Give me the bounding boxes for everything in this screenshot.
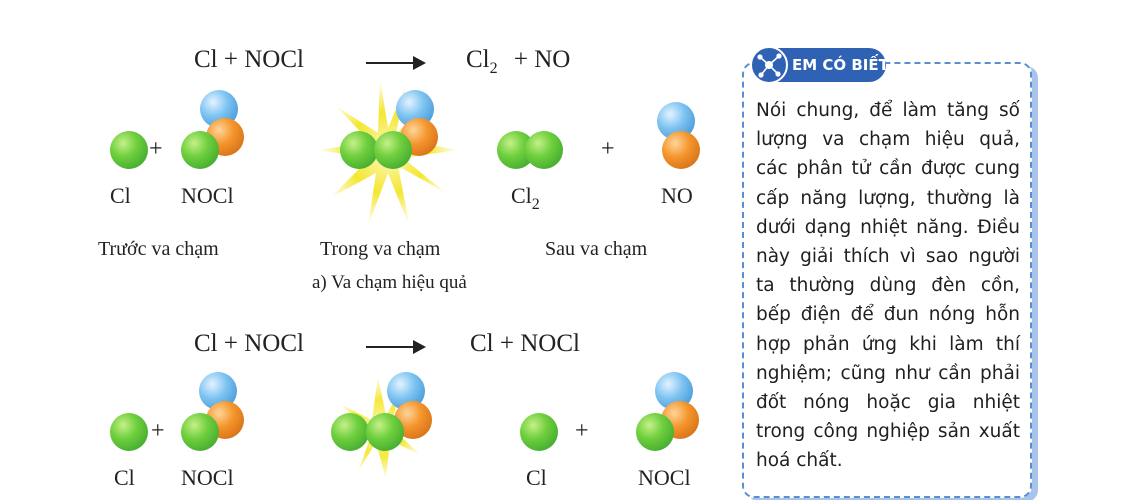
molecule-icon: [750, 46, 788, 84]
label-cl: Cl: [526, 465, 547, 490]
equation-a-cl-subscript: 2: [489, 60, 498, 77]
stage-during-label: Trong va chạm: [320, 238, 441, 260]
cl-atom: [520, 413, 558, 451]
cl-atom-in-nocl: [181, 413, 219, 451]
n-atom: [662, 131, 700, 169]
label-cl2: Cl2: [511, 183, 540, 213]
equation-b-reactants: Cl + NOCl: [194, 330, 304, 357]
label-no: NO: [661, 183, 693, 208]
label-cl2-text: Cl: [511, 183, 532, 208]
label-nocl: NOCl: [181, 183, 234, 208]
equation-a-arrow: [366, 56, 426, 70]
stage-after-label: Sau va chạm: [545, 238, 648, 260]
plus-sign: +: [601, 136, 615, 162]
stage-before-label: Trước va chạm: [98, 238, 219, 260]
equation-a-products: Cl2 + NO: [466, 46, 571, 77]
label-cl2-subscript: 2: [531, 196, 540, 213]
cl-atom-in-nocl: [181, 131, 219, 169]
equation-a-cl: Cl: [466, 46, 490, 73]
equation-a-reactants: Cl + NOCl: [194, 46, 304, 73]
plus-sign: +: [149, 136, 163, 162]
plus-sign: +: [575, 418, 589, 444]
info-box-text: Nói chung, để làm tăng số lượng va chạm …: [756, 100, 1020, 472]
plus-sign: +: [151, 418, 165, 444]
info-box: [742, 62, 1032, 498]
cl2-atom-2: [525, 131, 563, 169]
cl-atom: [340, 131, 378, 169]
cl-atom-in-nocl: [374, 131, 412, 169]
label-cl: Cl: [114, 465, 135, 490]
cl-atom: [110, 413, 148, 451]
equation-b-products: Cl + NOCl: [470, 330, 580, 357]
caption-a: a) Va chạm hiệu quả: [312, 272, 467, 293]
label-cl: Cl: [110, 183, 131, 208]
cl-atom-in-nocl: [366, 413, 404, 451]
equation-a-rest: + NO: [513, 46, 571, 73]
equation-b-arrow: [366, 340, 426, 354]
label-nocl: NOCl: [638, 465, 691, 490]
label-nocl: NOCl: [181, 465, 234, 490]
info-badge-label: EM CÓ BIẾT: [792, 56, 889, 74]
cl-atom: [331, 413, 369, 451]
cl-atom-in-nocl: [636, 413, 674, 451]
cl-atom: [110, 131, 148, 169]
